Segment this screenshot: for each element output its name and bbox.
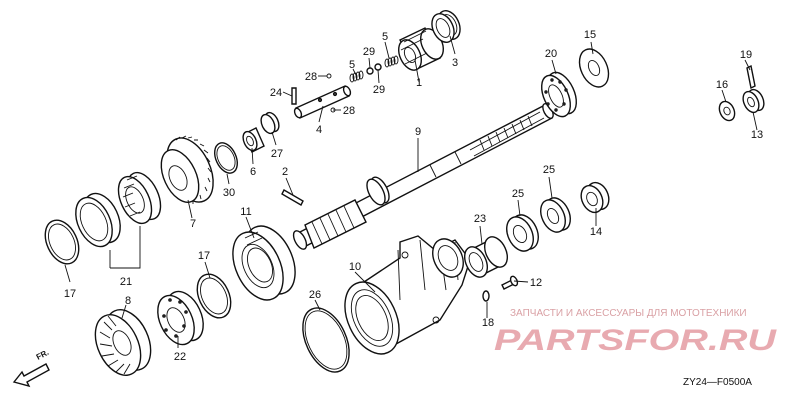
- washer-16: [718, 100, 736, 122]
- callouts: 1 2 3 4 5 5 6 7 8 9 10 11 12 13 14 15 16…: [64, 29, 763, 363]
- o-ring-26: [302, 307, 350, 373]
- bearing-21-rollers: [117, 171, 162, 225]
- bearing-20: [540, 71, 578, 118]
- callout-22: 22: [174, 351, 186, 363]
- washer-18: [482, 290, 490, 302]
- callout-25-right: 25: [543, 164, 555, 176]
- gear-8: [94, 309, 152, 376]
- spring-5-right: [384, 55, 399, 68]
- callout-12: 12: [530, 277, 542, 289]
- callout-27: 27: [271, 148, 283, 160]
- callout-11: 11: [240, 206, 251, 218]
- callout-17-middle: 17: [198, 250, 210, 262]
- ring-3: [431, 10, 461, 43]
- ball-29-right: [374, 63, 382, 71]
- callout-29-top: 29: [363, 46, 375, 58]
- callout-17-left: 17: [64, 288, 76, 300]
- bushing-14: [580, 181, 610, 214]
- diagram-code: ZY24—F0500A: [683, 377, 752, 388]
- front-direction-arrow: FR.: [12, 348, 51, 388]
- callout-7: 7: [190, 218, 196, 230]
- callout-26: 26: [309, 289, 321, 301]
- callout-9: 9: [415, 126, 421, 138]
- leader-lines: [64, 35, 758, 348]
- shim-17-middle: [196, 273, 232, 319]
- callout-2: 2: [282, 166, 288, 178]
- bushing-6: [242, 127, 265, 153]
- bearing-22: [157, 290, 204, 346]
- fr-label: FR.: [35, 348, 51, 362]
- watermark-logo: PARTSFOR.RU: [494, 324, 778, 357]
- callout-5-right: 5: [382, 31, 388, 43]
- callout-30: 30: [223, 187, 235, 199]
- watermark-text: ЗАПЧАСТИ И АКСЕССУАРЫ ДЛЯ МОТОТЕХНИКИ: [510, 308, 747, 319]
- callout-21: 21: [120, 276, 132, 288]
- callout-19: 19: [740, 49, 752, 61]
- callout-1: 1: [416, 77, 422, 89]
- shim-17-left: [44, 219, 80, 265]
- callout-15: 15: [584, 29, 596, 41]
- callout-18: 18: [482, 317, 494, 329]
- callout-4: 4: [316, 124, 322, 136]
- ring-30: [213, 142, 239, 174]
- callout-25-left: 25: [512, 188, 524, 200]
- bearing-21-cup: [75, 192, 121, 248]
- spring-5-left: [349, 70, 364, 83]
- bolt-12: [501, 275, 519, 290]
- clip-28-top: [326, 73, 332, 79]
- callout-13: 13: [751, 129, 763, 141]
- washer-15: [578, 48, 610, 88]
- shift-shaft: [293, 85, 352, 119]
- callout-6: 6: [250, 166, 256, 178]
- collar-27: [260, 111, 280, 135]
- callout-28-top: 28: [305, 71, 317, 83]
- callout-20: 20: [545, 48, 557, 60]
- ball-29-left: [366, 67, 374, 75]
- callout-23: 23: [474, 213, 486, 225]
- callout-29-bottom: 29: [373, 84, 385, 96]
- callout-14: 14: [590, 226, 602, 238]
- seal-25-right: [540, 197, 571, 233]
- housing-10: [344, 235, 471, 355]
- callout-5-left: 5: [349, 59, 355, 71]
- seal-25-left: [506, 214, 539, 252]
- callout-3: 3: [452, 57, 458, 69]
- callout-28-bottom: 28: [343, 105, 355, 117]
- callout-16: 16: [716, 79, 728, 91]
- gear-7: [160, 135, 214, 204]
- callout-24: 24: [270, 87, 282, 99]
- bearing-23: [463, 236, 509, 278]
- nut-13: [742, 88, 765, 114]
- holder-11: [232, 225, 296, 301]
- pin-24: [291, 87, 297, 105]
- pin-19: [746, 64, 756, 90]
- watermark: ЗАПЧАСТИ И АКСЕССУАРЫ ДЛЯ МОТОТЕХНИКИ PA…: [494, 308, 778, 357]
- callout-10: 10: [349, 261, 361, 273]
- pin-2: [281, 189, 304, 206]
- callout-8: 8: [125, 295, 131, 307]
